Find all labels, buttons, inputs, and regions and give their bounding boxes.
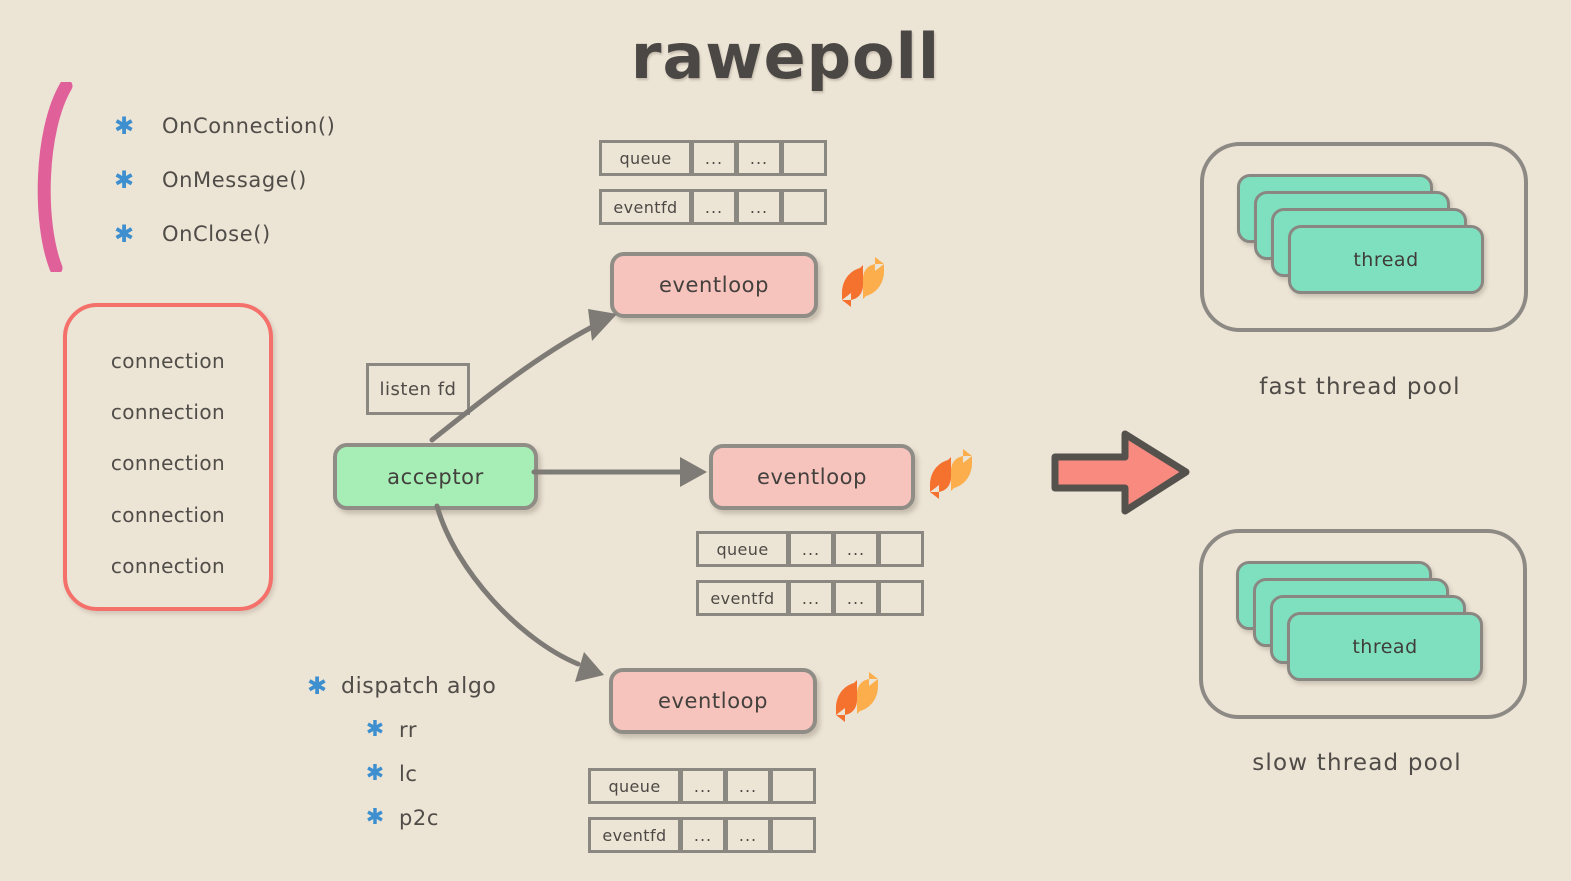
dispatch-heading-label: dispatch algo (341, 673, 497, 699)
eventloop-table-middle: queue ... ... eventfd ... ... (696, 531, 924, 616)
table-row: queue ... ... (588, 768, 816, 804)
asterisk-bullet-icon: ✱ (113, 220, 135, 248)
asterisk-bullet-icon: ✱ (113, 166, 135, 194)
callback-list: ✱ OnConnection() ✱ OnMessage() ✱ OnClose… (112, 112, 335, 248)
thread-card: thread (1288, 225, 1484, 294)
table-cell: queue (588, 768, 681, 804)
acceptor-node: acceptor (333, 443, 538, 510)
dispatch-algo-item: ✱ lc (363, 761, 496, 787)
fast-thread-pool-frame (1200, 142, 1528, 332)
callback-label: OnMessage() (162, 168, 307, 192)
table-cell (781, 140, 827, 176)
table-row: eventfd ... ... (696, 580, 924, 616)
refresh-loop-icon (830, 670, 884, 728)
table-cell (878, 531, 924, 567)
arrow-acceptor-to-eventloop-middle (531, 457, 707, 487)
table-cell: ... (788, 580, 834, 616)
table-row: queue ... ... (599, 140, 827, 176)
callback-item: ✱ OnConnection() (112, 112, 335, 140)
callback-item: ✱ OnMessage() (112, 166, 335, 194)
connection-list-container: connection connection connection connect… (63, 303, 273, 611)
table-cell: ... (736, 189, 782, 225)
dispatch-algo-label: p2c (399, 806, 440, 830)
refresh-loop-icon (836, 255, 890, 313)
dispatch-algo-list: ✱ dispatch algo ✱ rr ✱ lc ✱ p2c (305, 672, 496, 831)
table-cell: ... (680, 768, 726, 804)
dispatch-algo-label: rr (399, 718, 418, 742)
eventloop-node-middle: eventloop (709, 444, 915, 510)
arrow-acceptor-to-eventloop-bottom (434, 503, 604, 682)
list-item: connection (110, 554, 226, 578)
table-cell: queue (599, 140, 692, 176)
table-cell: ... (691, 189, 737, 225)
slow-thread-pool-frame (1199, 529, 1527, 719)
fast-thread-pool-caption: fast thread pool (1259, 374, 1461, 400)
listen-fd-box: listen fd (366, 363, 470, 415)
thread-card: thread (1287, 612, 1483, 681)
list-item: connection (110, 451, 226, 475)
table-cell: ... (725, 817, 771, 853)
eventloop-node-top: eventloop (610, 252, 818, 318)
dispatch-algo-label: lc (399, 762, 418, 786)
table-row: eventfd ... ... (599, 189, 827, 225)
dispatch-heading: ✱ dispatch algo (305, 672, 496, 700)
table-cell (770, 768, 816, 804)
eventloop-node-bottom: eventloop (609, 668, 817, 734)
table-cell: queue (696, 531, 789, 567)
page-title: rawepoll (630, 20, 941, 93)
table-row: queue ... ... (696, 531, 924, 567)
asterisk-bullet-icon: ✱ (306, 672, 328, 700)
table-row: eventfd ... ... (588, 817, 816, 853)
list-item: connection (110, 349, 226, 373)
callback-label: OnConnection() (162, 114, 336, 138)
callback-label: OnClose() (162, 222, 271, 246)
eventloop-table-bottom: queue ... ... eventfd ... ... (588, 768, 816, 853)
table-cell: ... (680, 817, 726, 853)
dispatch-algo-item: ✱ p2c (363, 805, 496, 831)
table-cell: ... (833, 531, 879, 567)
table-cell: eventfd (696, 580, 789, 616)
table-cell (878, 580, 924, 616)
list-item: connection (110, 503, 226, 527)
table-cell: ... (725, 768, 771, 804)
right-arrow-icon (1051, 430, 1190, 515)
callback-item: ✱ OnClose() (112, 220, 335, 248)
slow-thread-pool-caption: slow thread pool (1252, 750, 1462, 776)
asterisk-bullet-icon: ✱ (365, 805, 385, 830)
eventloop-table-top: queue ... ... eventfd ... ... (599, 140, 827, 225)
list-item: connection (110, 400, 226, 424)
curly-paren-icon (30, 79, 76, 276)
table-cell: ... (736, 140, 782, 176)
table-cell (770, 817, 816, 853)
table-cell: ... (833, 580, 879, 616)
table-cell: ... (788, 531, 834, 567)
dispatch-algo-item: ✱ rr (363, 717, 496, 743)
refresh-loop-icon (924, 447, 978, 505)
asterisk-bullet-icon: ✱ (113, 112, 135, 140)
table-cell: eventfd (588, 817, 681, 853)
table-cell (781, 189, 827, 225)
table-cell: ... (691, 140, 737, 176)
asterisk-bullet-icon: ✱ (365, 761, 385, 786)
asterisk-bullet-icon: ✱ (365, 717, 385, 742)
table-cell: eventfd (599, 189, 692, 225)
